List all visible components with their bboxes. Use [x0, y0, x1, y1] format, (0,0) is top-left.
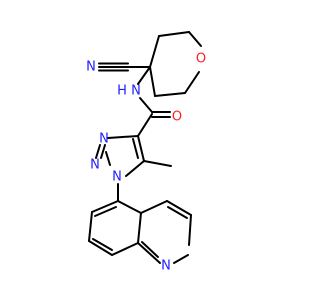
- n-c-bond: [139, 97, 153, 113]
- oxane-ring: [149, 31, 202, 97]
- methyl-bond: [143, 160, 172, 167]
- carbonyl-group: [137, 111, 171, 137]
- triazole-ring: [95, 135, 145, 177]
- quinoline-pyridine-ring: [137, 200, 192, 264]
- structure-drawing: N O N H O N N N N: [86, 31, 206, 274]
- quinoline-nitrogen-label: N: [161, 259, 171, 274]
- nitrile-nitrogen-label: N: [86, 60, 96, 75]
- molecule-diagram: N O N H O N N N N: [86, 31, 206, 274]
- quinoline-benzo-ring: [88, 200, 142, 256]
- amide-nitrogen-label: N: [131, 84, 141, 99]
- triazole-n2-label: N: [90, 158, 100, 173]
- triazole-n3-label: N: [99, 132, 109, 147]
- c-n-bond: [137, 66, 151, 85]
- ring-oxygen-label: O: [196, 52, 206, 67]
- triazole-n1-label: N: [112, 170, 122, 185]
- nitrile-group: [98, 62, 151, 72]
- amide-hydrogen-label: H: [117, 84, 127, 99]
- carbonyl-oxygen-label: O: [172, 110, 182, 125]
